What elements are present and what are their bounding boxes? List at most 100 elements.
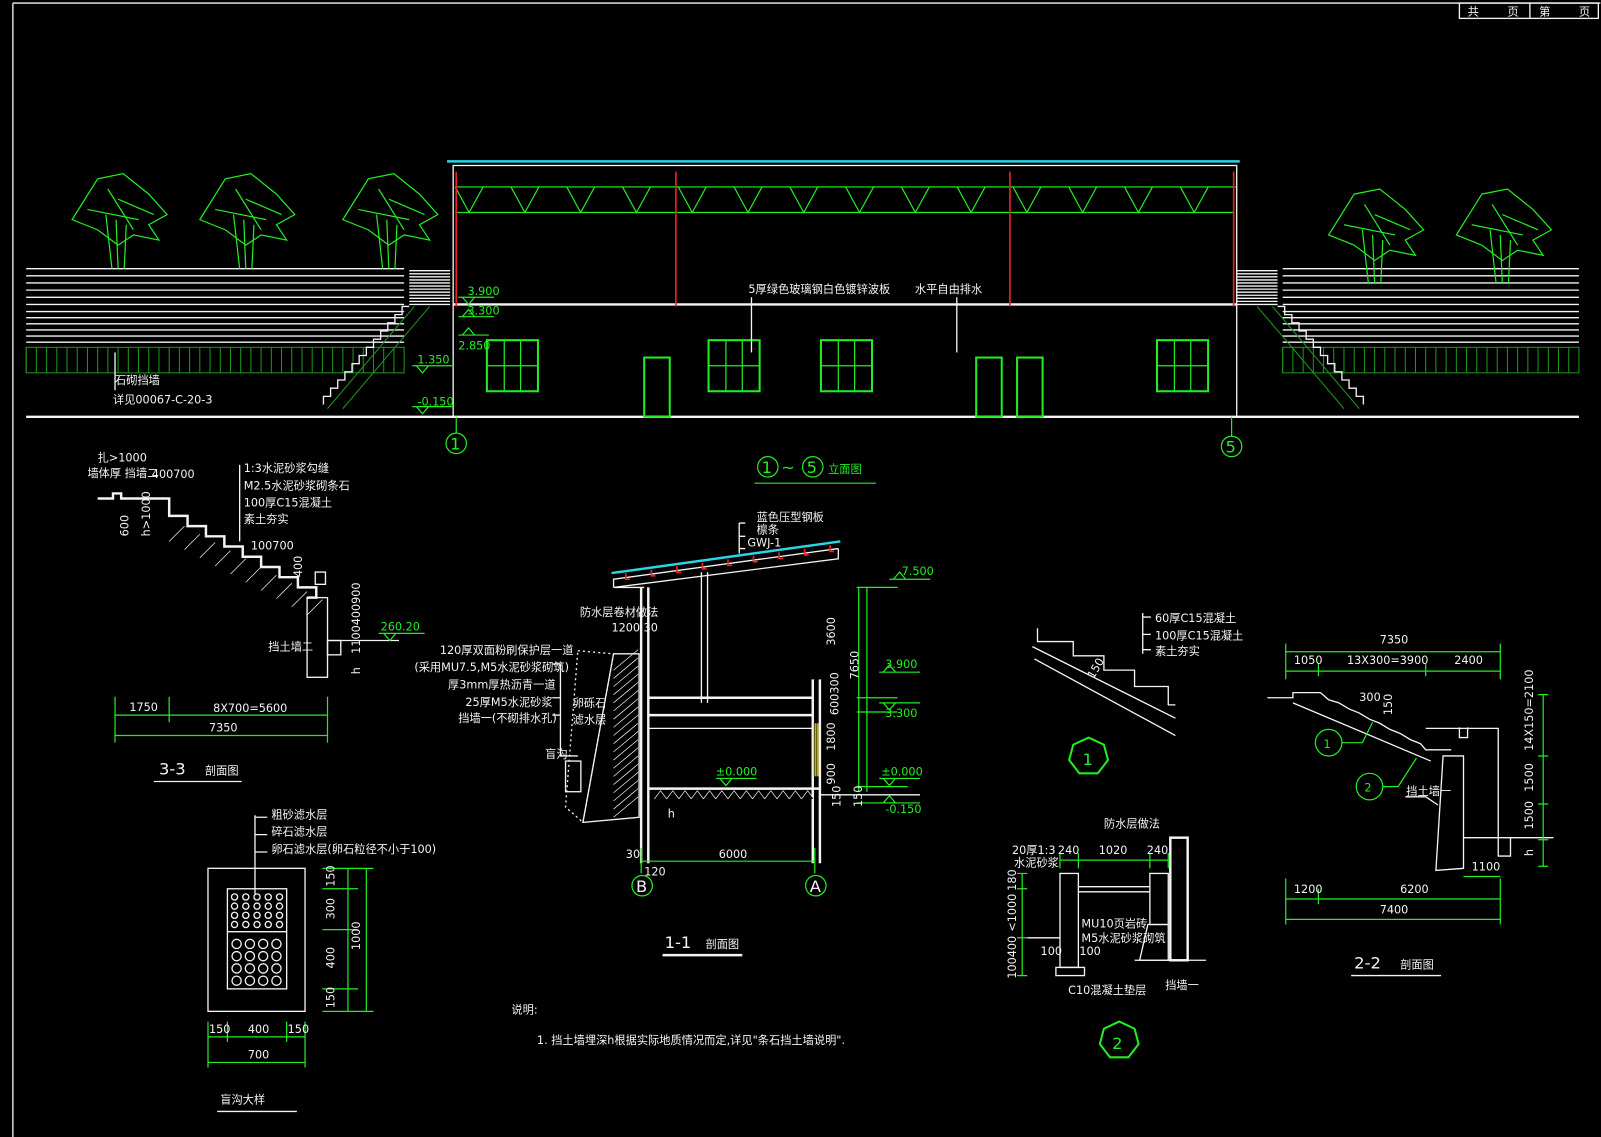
ditch-dim-h150a: 150: [209, 1023, 230, 1036]
section22-dim-150: 150: [1382, 694, 1395, 715]
axis-label-a: A: [810, 877, 822, 896]
pebble-large: [244, 938, 256, 950]
dim-h: h: [668, 807, 675, 820]
detail2-marker: [1098, 1020, 1140, 1059]
left-callout-5: 挡墙一(不砌排水孔): [458, 711, 557, 725]
column-b: [639, 587, 650, 864]
hatch-line: [184, 534, 201, 550]
pebble-small: [275, 893, 284, 901]
ditch-dim-300: 300: [325, 898, 338, 919]
detail1-callout-1: 60厚C15混凝土: [1155, 611, 1236, 625]
detail2-dim-100a: 100: [1041, 945, 1062, 958]
stair-diagonal: [322, 305, 410, 405]
window: [485, 339, 539, 393]
section22-dim-1500b: 1500: [1523, 801, 1536, 830]
stair-profile: [97, 492, 318, 599]
stair-hatch: [1272, 306, 1360, 409]
tree-crown: [71, 173, 169, 246]
pebble-small: [242, 911, 250, 920]
pebble-large: [244, 950, 256, 962]
wall-hatch-line: [613, 714, 639, 736]
blind-ditch-detail: 粗砂滤水层 碎石滤水层 卵石滤水层(卵石粒径不小于100) 150 300 40…: [207, 808, 436, 1113]
blind-ditch-box: [564, 760, 582, 793]
pebble-small: [230, 902, 239, 910]
door: [975, 356, 1003, 418]
wall-hatch-line: [613, 706, 639, 728]
detail2-label: 2: [1112, 1034, 1122, 1053]
section-2-2-title-text: 剖面图: [1400, 957, 1434, 971]
ditch-dim-700: 700: [248, 1048, 269, 1061]
pebble-large: [257, 950, 269, 962]
dim-steps: 8X700=5600: [213, 702, 287, 715]
ground-hatch-mark: [776, 790, 790, 800]
pebble-large: [244, 975, 256, 986]
level-0000-left: ±0.000: [716, 765, 758, 778]
hatch-line: [306, 599, 323, 616]
note-drain: 水平自由排水: [915, 282, 982, 296]
wall-hatch-line: [613, 755, 639, 777]
detail2-dim-100b: 100: [1079, 945, 1100, 958]
stair-hatch: [1256, 306, 1345, 409]
callout-roof-panel: 蓝色压型钢板: [757, 510, 824, 524]
dim-top: 400700: [152, 468, 195, 481]
detail-2: 20厚1:3 水泥砂浆 防水层做法 240 1020 240 180 <1000…: [1006, 816, 1207, 1059]
door: [1016, 356, 1044, 418]
detail2-mortar-sub: 水泥砂浆: [1014, 855, 1059, 869]
section22-dim-2400: 2400: [1454, 654, 1483, 667]
purlin: [650, 569, 656, 577]
stair-hatch: [327, 306, 415, 409]
dim-600: 600: [118, 515, 131, 536]
pebble-large: [271, 975, 282, 986]
dim-120: 120: [644, 865, 665, 878]
elevation-title-text: 立面图: [828, 462, 862, 476]
pebble-small: [275, 911, 284, 920]
section22-dim-300: 300: [1359, 691, 1380, 704]
purlin: [829, 545, 835, 553]
ground-hatch-mark: [666, 790, 680, 800]
roof-truss: [454, 186, 1237, 214]
detail2-dim-1020: 1020: [1099, 844, 1128, 857]
level-marks: [412, 296, 495, 415]
detail1-callout-2: 100厚C15混凝土: [1155, 628, 1243, 642]
window-mullions: [486, 340, 538, 392]
tree-branches: [215, 188, 282, 231]
dim-1800: 1800: [825, 722, 838, 751]
title-block-page-b: 页: [1579, 5, 1590, 18]
tree-branches: [87, 188, 155, 231]
pebble-large: [257, 963, 269, 974]
detail2-waterproof: 防水层做法: [1104, 816, 1160, 830]
section-1-1-title: 1-1: [665, 933, 692, 952]
detail1-label: 1: [1082, 750, 1092, 769]
pebble-small: [242, 902, 250, 910]
left-callout-2: (采用MU7.5,M5水泥砂浆砌筑): [414, 660, 569, 674]
pebbles: [227, 893, 287, 986]
section22-dim-1500a: 1500: [1523, 763, 1536, 792]
terraces: [25, 268, 1580, 409]
pebble-small: [242, 893, 250, 901]
purlin: [676, 566, 681, 574]
hatch-line: [245, 566, 262, 583]
level-0000-right: ±0.000: [881, 765, 923, 778]
wall-hatch-line: [613, 796, 639, 818]
pebble-small: [253, 920, 261, 929]
window: [1156, 339, 1210, 393]
detail2-mortar2: M5水泥砂浆砌筑: [1081, 931, 1165, 945]
purlin: [778, 552, 784, 560]
dim-h1000: h>1000: [140, 491, 153, 536]
tree-crown: [341, 173, 439, 246]
wall-hatch-line: [613, 690, 639, 712]
level-3900: 3.900: [467, 285, 499, 298]
axis-label-b: B: [636, 877, 647, 896]
level-7500: 7.500: [902, 565, 934, 578]
level-260: 260.20: [381, 620, 420, 633]
tree: [1327, 188, 1425, 285]
note-wall: 墙体厚 挡墙二: [87, 466, 158, 480]
dim-6000: 6000: [719, 848, 748, 861]
floor-slab: [648, 696, 813, 717]
ref-code: 详见00067-C-20-3: [113, 393, 213, 407]
pebble-large: [231, 963, 242, 974]
wall-hatch-line: [613, 665, 639, 687]
pebble-small: [230, 911, 239, 920]
detail2-dim-240b: 240: [1147, 844, 1168, 857]
pebble-small: [230, 893, 239, 901]
